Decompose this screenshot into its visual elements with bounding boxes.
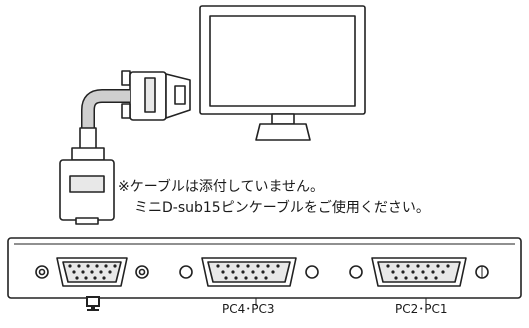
pc-port-b-label: PC2･PC1 [395, 302, 448, 316]
monitor-icon [86, 296, 100, 311]
pc-port-a-pins [216, 264, 280, 280]
monitor-port-pins [68, 264, 117, 280]
cable-type-note: ミニD-sub15ピンケーブルをご使用ください。 [134, 200, 430, 216]
vga-cable [79, 89, 130, 151]
port-pins [68, 264, 450, 280]
cable-not-included-note: ※ケーブルは添付していません。 [118, 179, 325, 195]
monitor-cable-connector [121, 70, 191, 121]
switch-cable-connector [59, 147, 115, 225]
monitor [199, 5, 366, 141]
pc-port-b-pins [386, 264, 450, 280]
kvm-switch-front-panel [7, 237, 522, 306]
pc-port-a-label: PC4･PC3 [222, 302, 275, 316]
